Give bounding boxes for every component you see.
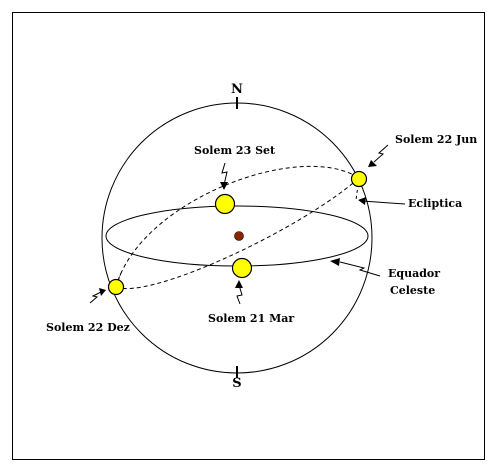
sun-dec-label: Solem 22 Dez [46,321,130,334]
frame-border [12,12,485,460]
sun-sep [214,193,236,215]
pointer-mar [235,280,243,305]
ecliptic-back [115,165,360,288]
sun-jun [350,170,368,188]
pointer-sep [220,162,228,190]
pointer-dec [89,288,106,304]
sun-dec [107,278,125,296]
equator-label-line2: Celeste [390,284,435,297]
sun-mar-label: Solem 21 Mar [208,312,294,325]
equator-label-line1: Equador [388,267,440,280]
sun-sep-label: Solem 23 Set [194,144,276,157]
ecliptic-edge-right [355,177,360,201]
pointer-ecliptic [358,197,406,205]
pointer-equator [330,258,381,277]
earth-dot [234,231,244,241]
south-label: S [232,376,241,391]
pointer-jun [368,144,389,167]
ecliptic-label: Ecliptica [408,197,462,210]
sun-mar [231,257,253,279]
north-label: N [231,82,243,97]
sun-jun-label: Solem 22 Jun [395,133,477,146]
